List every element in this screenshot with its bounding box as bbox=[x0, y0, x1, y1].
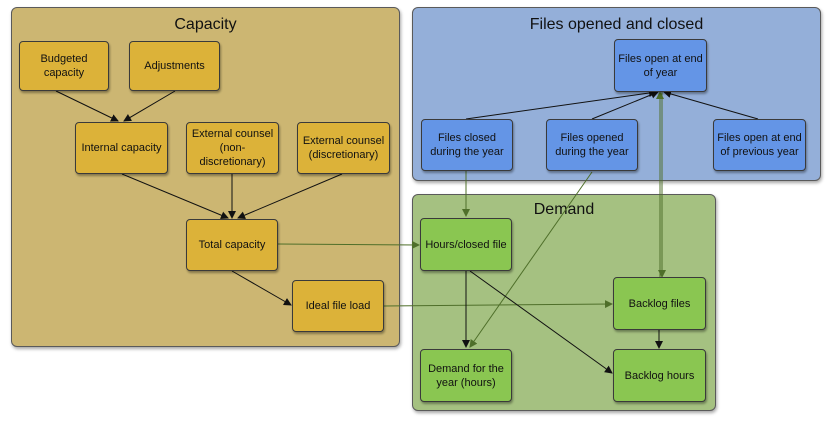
edge-disc-to-total bbox=[237, 173, 343, 219]
edge-hours-to-backlog-hours bbox=[469, 270, 613, 374]
adjustments-node[interactable]: Adjustments bbox=[129, 41, 220, 91]
edge-internal-to-total bbox=[121, 173, 229, 220]
edge-adjustments-to-internal bbox=[123, 90, 176, 122]
demand-for-year-node[interactable]: Demand for the year (hours) bbox=[420, 349, 512, 402]
budgeted-capacity-node[interactable]: Budgeted capacity bbox=[19, 41, 109, 91]
edge-closed-to-open-end bbox=[465, 89, 657, 120]
edge-total-to-ideal bbox=[231, 270, 292, 306]
edge-prev-to-open-end bbox=[663, 90, 759, 120]
capacity-group-title: Capacity bbox=[174, 16, 237, 33]
files-open-end-previous-year-node[interactable]: Files open at end of previous year bbox=[713, 119, 806, 171]
edge-opened-to-open-end bbox=[591, 90, 659, 120]
files-closed-during-year-node[interactable]: Files closed during the year bbox=[421, 119, 513, 171]
edge-total-to-hours bbox=[277, 240, 420, 249]
external-counsel-discretionary-node[interactable]: External counsel (discretionary) bbox=[297, 122, 390, 174]
files-open-end-of-year-node[interactable]: Files open at end of year bbox=[614, 39, 707, 92]
edge-opened-to-demand bbox=[469, 171, 593, 348]
demand-group-title: Demand bbox=[533, 201, 595, 218]
internal-capacity-node[interactable]: Internal capacity bbox=[75, 122, 168, 174]
backlog-hours-node[interactable]: Backlog hours bbox=[613, 349, 706, 402]
files-group-title: Files opened and closed bbox=[529, 16, 704, 33]
hours-closed-file-node[interactable]: Hours/closed file bbox=[420, 218, 512, 271]
ideal-file-load-node[interactable]: Ideal file load bbox=[292, 280, 384, 332]
edge-budgeted-to-internal bbox=[55, 90, 119, 122]
total-capacity-node[interactable]: Total capacity bbox=[186, 219, 278, 271]
external-counsel-nondiscretionary-node[interactable]: External counsel (non-discretionary) bbox=[186, 122, 279, 174]
edge-ideal-to-backlog-files bbox=[383, 300, 613, 309]
files-opened-during-year-node[interactable]: Files opened during the year bbox=[546, 119, 638, 171]
backlog-files-node[interactable]: Backlog files bbox=[613, 277, 706, 330]
